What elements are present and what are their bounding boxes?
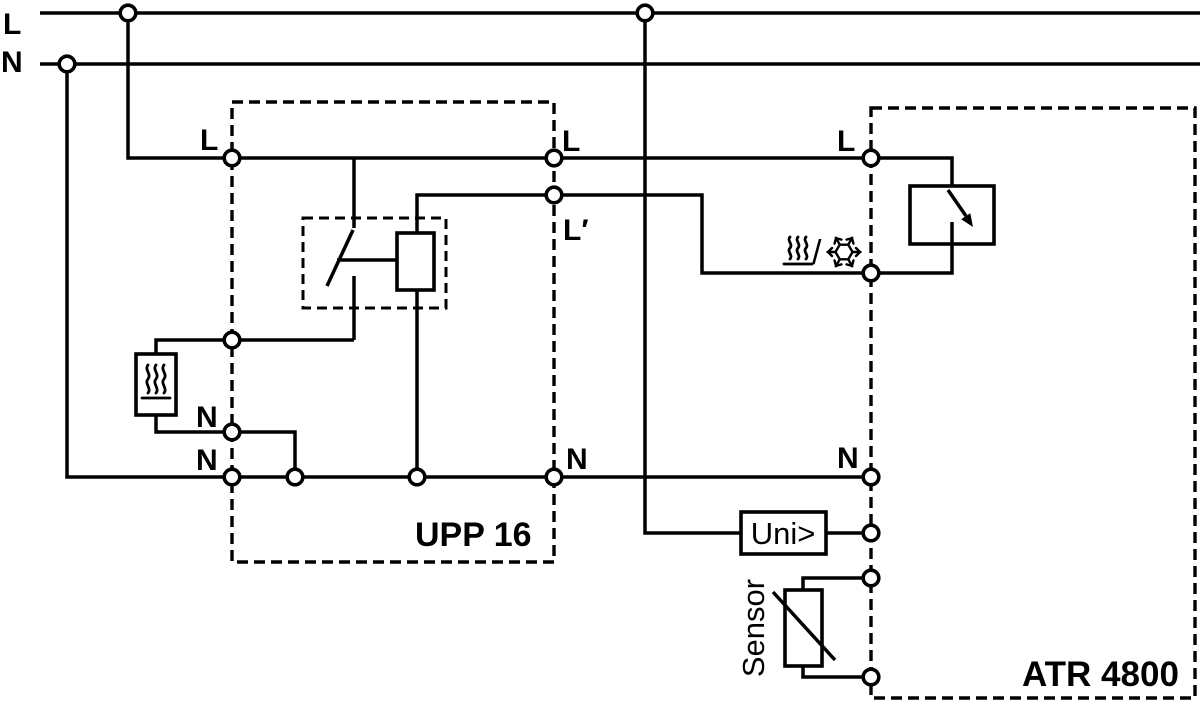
upp16-device-outline	[230, 100, 556, 564]
upp16-terminal-n-in	[222, 467, 242, 487]
relay-outline	[301, 216, 448, 310]
heater-feed-wire	[154, 338, 354, 354]
n-row-junction	[407, 467, 427, 487]
upp16-n-in-label: N	[196, 444, 218, 477]
atr4800-terminal-uni	[861, 523, 881, 543]
upp16-terminal-l-out	[544, 148, 564, 168]
heater-return-wire	[154, 415, 297, 477]
uni-input-label: Uni>	[751, 516, 816, 551]
atr4800-l-label: L	[837, 125, 855, 158]
atr4800-device-name: ATR 4800	[1022, 655, 1179, 694]
n-bus-junction	[57, 54, 77, 74]
atr4800-n-label: N	[837, 442, 859, 475]
l-bus-junction	[118, 3, 138, 23]
l-bus-label: L	[3, 8, 21, 41]
arrow-shaft	[946, 189, 968, 217]
snowflake-spokes	[826, 236, 862, 268]
uni-input-box	[739, 510, 828, 556]
uni-trigger-wire	[643, 13, 741, 535]
upp16-terminal-l-switched	[544, 185, 564, 205]
atr4800-terminal-sensor-2	[861, 667, 881, 687]
arrow-head	[961, 213, 973, 227]
l-feed-wire	[126, 13, 954, 186]
sensor-label: Sensor	[736, 579, 771, 677]
sensor-wire-bottom	[801, 666, 871, 679]
mode-separator: /	[812, 234, 822, 272]
atr4800-terminal-n	[861, 467, 881, 487]
upp16-l-in-label: L	[200, 124, 218, 157]
atr4800-terminal-l	[861, 148, 881, 168]
l-bus-junction	[635, 3, 655, 23]
upp16-terminal-n-out	[544, 467, 564, 487]
n-bus-label: N	[1, 46, 23, 79]
upp16-n-out-label: N	[566, 443, 588, 476]
n-feed-wire	[65, 64, 871, 479]
output-switch-arrow	[946, 189, 973, 227]
upp16-l-switched-label: L′	[563, 214, 589, 247]
relay-coil	[395, 231, 436, 292]
upp16-l-out-label: L	[562, 125, 580, 158]
output-return-wire	[871, 222, 954, 275]
upp16-terminal-l-in	[222, 148, 242, 168]
wires	[40, 11, 1200, 679]
atr4800-terminal-mode	[861, 263, 881, 283]
l-switched-wire	[415, 193, 871, 275]
sensor-wire-top	[801, 576, 871, 590]
heating-icon	[782, 235, 814, 266]
upp16-n-heater-label: N	[196, 401, 218, 434]
terminals	[57, 3, 881, 687]
atr4800-device-outline	[869, 106, 1197, 700]
heating-element-icon	[140, 363, 172, 400]
n-row-junction	[285, 467, 305, 487]
upp16-terminal-n-heater	[222, 422, 242, 442]
atr4800-terminal-sensor-1	[861, 568, 881, 588]
thermistor-diagonal	[771, 590, 837, 662]
switch-blade	[325, 229, 355, 287]
upp16-terminal-heater-out	[222, 330, 242, 350]
upp16-device-name: UPP 16	[415, 516, 532, 554]
snowflake-icon	[826, 236, 862, 268]
